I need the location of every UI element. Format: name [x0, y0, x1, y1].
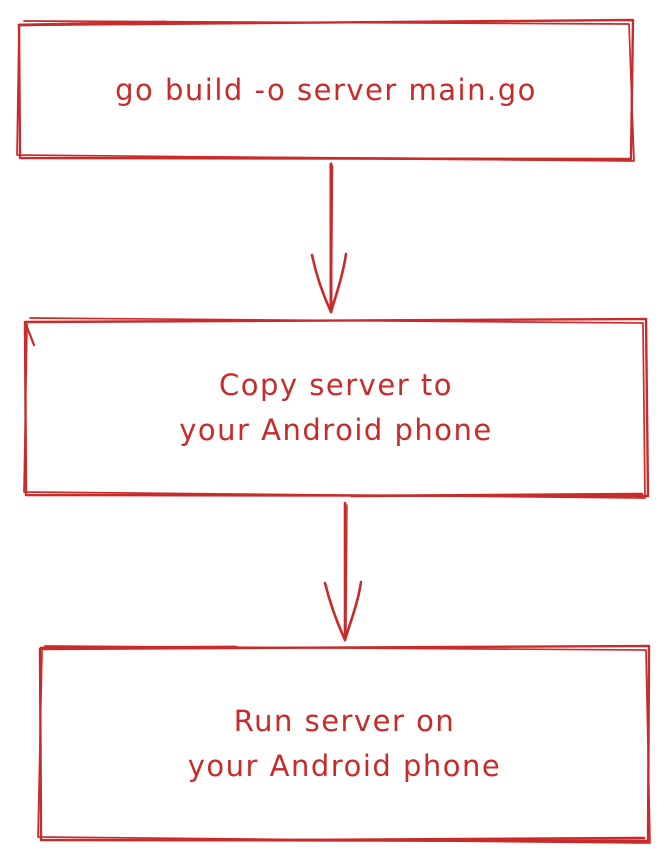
- arrow-copy-to-run: [317, 501, 373, 643]
- down-arrow-icon: [323, 501, 363, 642]
- node-text-line: your Android phone: [187, 749, 502, 783]
- node-text: Run server on your Android phone: [36, 643, 653, 845]
- node-text-line: Run server on: [233, 704, 456, 738]
- node-text: Copy server to your Android phone: [22, 315, 650, 500]
- node-copy-server: Copy server to your Android phone: [22, 315, 650, 500]
- down-arrow-icon: [310, 162, 348, 314]
- node-run-server: Run server on your Android phone: [36, 643, 653, 845]
- node-text-line: go build -o server main.go: [115, 72, 537, 107]
- sketchy-rectangle-border: [16, 18, 635, 162]
- node-text: go build -o server main.go: [15, 17, 637, 163]
- node-text-line: your Android phone: [179, 412, 493, 447]
- node-text-line: Copy server to: [219, 367, 453, 402]
- sketchy-rectangle-border: [23, 317, 650, 499]
- sketchy-rectangle-border: [37, 644, 651, 844]
- arrow-build-to-copy: [303, 162, 359, 315]
- node-build-command: go build -o server main.go: [15, 17, 637, 163]
